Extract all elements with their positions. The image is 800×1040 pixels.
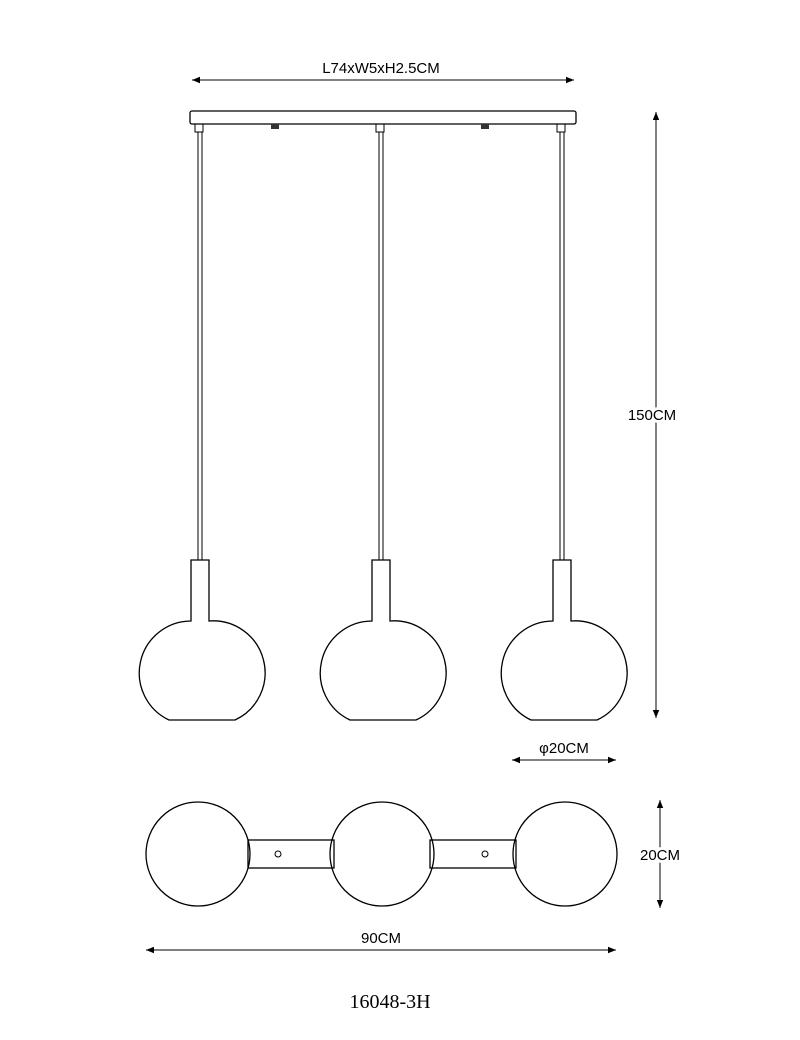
suspension-point-right [556, 123, 566, 133]
suspension-point-left [194, 123, 204, 133]
height-dimension: 150CM [625, 112, 679, 718]
top-view-width-label: 20CM [640, 847, 680, 864]
canopy-dimension: L74xW5xH2.5CM [192, 60, 574, 84]
model-number: 16048-3H [349, 991, 430, 1013]
shade-top-left [145, 801, 251, 907]
pendant-shade-right [500, 559, 628, 721]
canopy-bar [189, 110, 577, 133]
canopy-dimension-label: L74xW5xH2.5CM [322, 60, 440, 77]
cables [197, 132, 565, 560]
connector-plate-left [247, 839, 335, 869]
top-view [145, 801, 618, 907]
shade-top-right [512, 801, 618, 907]
top-view-length-label: 90CM [361, 930, 401, 947]
shade-diameter-label: φ20CM [539, 740, 589, 757]
pendant-shade-center [319, 559, 447, 721]
connector-hole-left [274, 850, 282, 858]
connector-hole-right [481, 850, 489, 858]
top-view-length-dimension: 90CM [146, 930, 616, 954]
pendant-shade-left [138, 559, 266, 721]
suspension-point-center [375, 123, 385, 133]
mounting-screw-left [271, 124, 279, 129]
shade-top-center [329, 801, 435, 907]
mounting-screw-right [481, 124, 489, 129]
shade-diameter-dimension: φ20CM [512, 740, 616, 764]
top-view-width-dimension: 20CM [637, 800, 683, 908]
height-dimension-label: 150CM [628, 407, 676, 424]
connector-plate-right [429, 839, 517, 869]
